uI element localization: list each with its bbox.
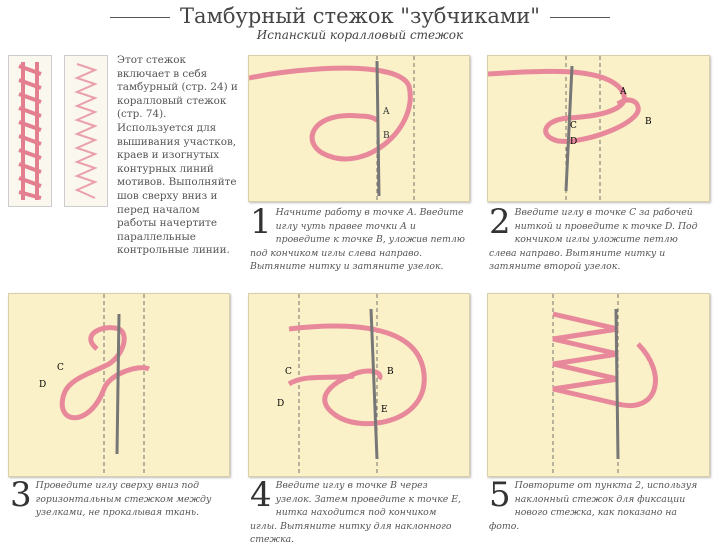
step-number: 3 [10, 475, 32, 515]
step-number: 4 [250, 475, 272, 515]
svg-text:B: B [387, 367, 394, 377]
step-4-illustration: C D B E [248, 293, 470, 477]
svg-text:A: A [382, 107, 390, 117]
title-text: Тамбурный стежок "зубчиками" [180, 4, 540, 28]
intro-text: Этот стежок включает в себя тамбурный (с… [117, 54, 238, 257]
svg-text:C: C [570, 121, 577, 131]
stitch-sample-front [8, 55, 52, 207]
stitch-sample-back [64, 55, 108, 207]
step-5-illustration [487, 293, 710, 477]
svg-text:E: E [381, 405, 388, 415]
svg-text:D: D [570, 137, 577, 147]
page-subtitle: Испанский коралловый стежок [256, 28, 464, 42]
step-number: 1 [250, 202, 272, 242]
step-number: 2 [489, 202, 511, 242]
svg-text:D: D [39, 380, 46, 390]
step-text: Начните работу в точке A. Введите иглу ч… [250, 207, 465, 272]
svg-text:A: A [619, 87, 627, 97]
page-title: Тамбурный стежок "зубчиками" [0, 4, 720, 28]
step-number: 5 [489, 475, 511, 515]
svg-text:C: C [285, 367, 292, 377]
step-text: Введите иглу в точке C за рабочей ниткой… [489, 207, 698, 272]
svg-text:D: D [277, 399, 284, 409]
svg-text:B: B [383, 131, 390, 141]
svg-text:B: B [645, 117, 652, 127]
step-text: Введите иглу в точке B через узелок. Зат… [250, 480, 461, 545]
step-text: Проведите иглу сверху вниз под горизонта… [35, 480, 212, 518]
svg-text:C: C [57, 363, 64, 373]
step-text: Повторите от пункта 2, используя наклонн… [489, 480, 698, 532]
